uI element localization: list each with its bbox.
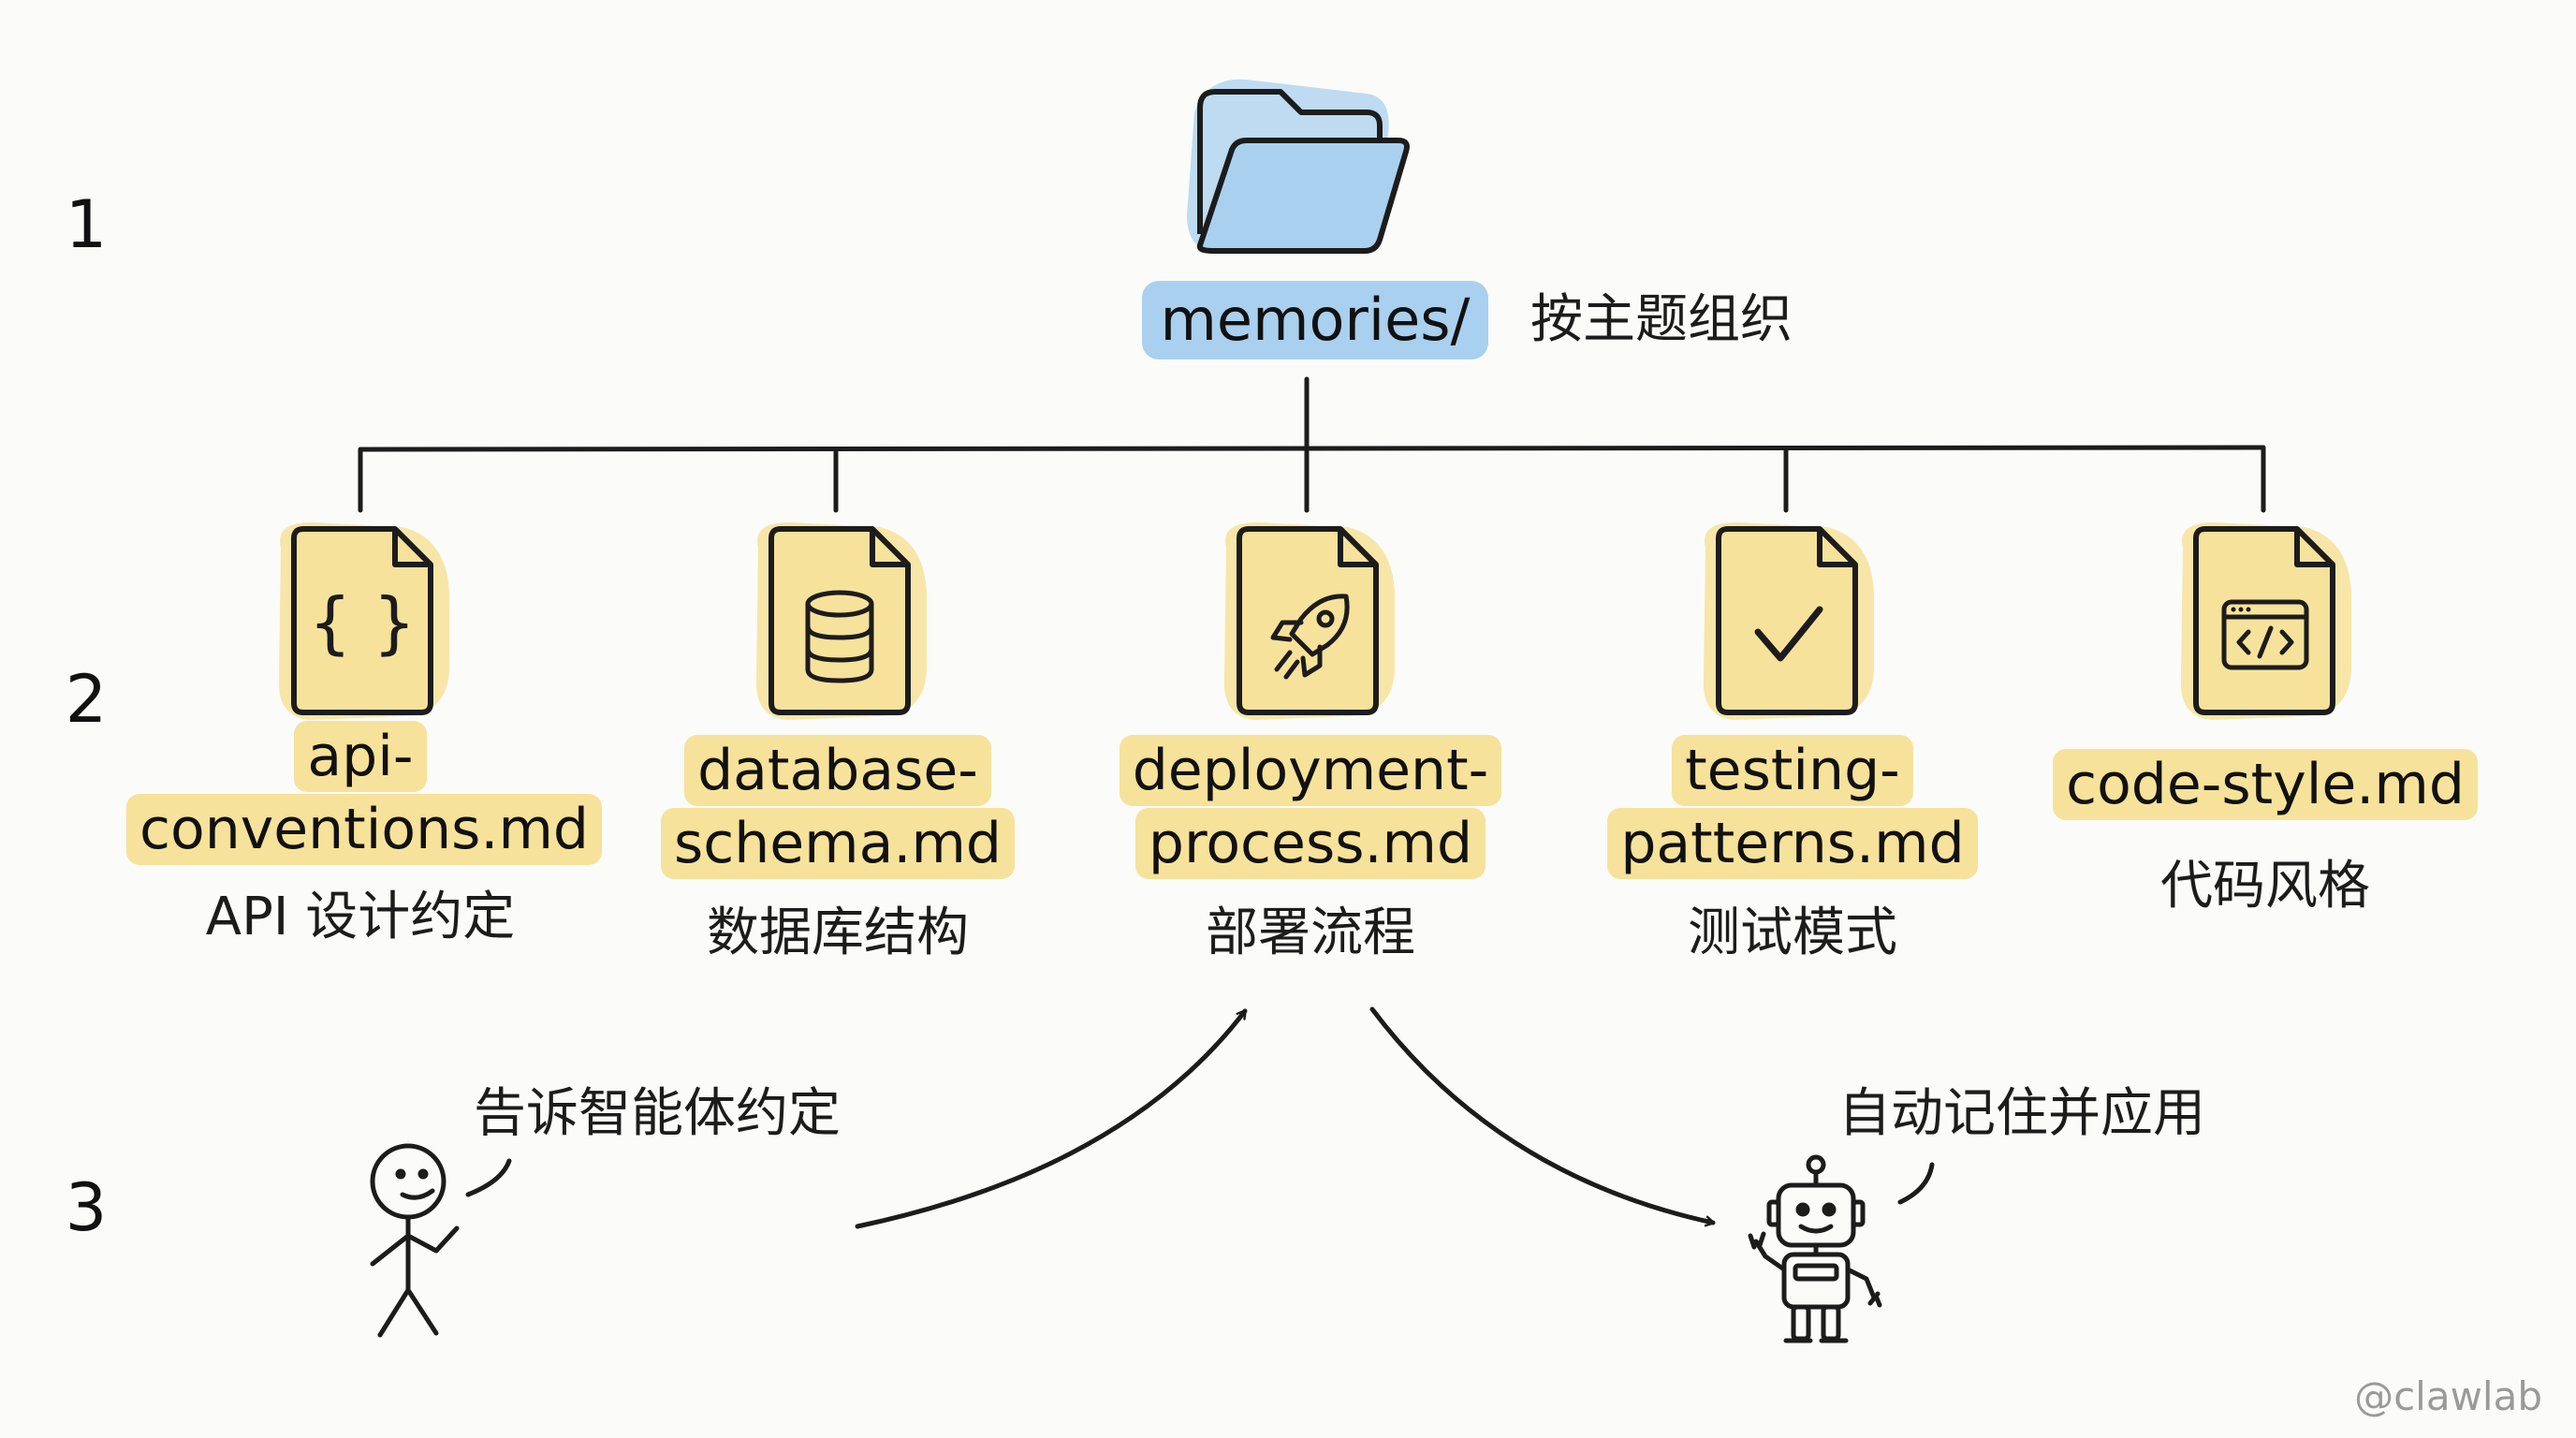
step-number-1: 1 xyxy=(65,186,108,263)
file-description-code-style: 代码风格 xyxy=(2160,856,2370,917)
root-folder-label: memories/ xyxy=(1142,281,1488,360)
rocket-icon xyxy=(1270,594,1350,680)
robot-icon xyxy=(1748,1154,1935,1343)
robot-speech-text: 自动记住并应用 xyxy=(1838,1083,2205,1144)
file-name-code-style: code-style.md xyxy=(2031,749,2499,822)
arrow-to-robot xyxy=(1369,1006,1716,1227)
folder-icon xyxy=(1187,79,1410,254)
file-name-line: schema.md xyxy=(660,808,1015,879)
watermark: @clawlab xyxy=(2354,1373,2542,1419)
step-number-2: 2 xyxy=(65,661,108,738)
file-description-testing-patterns: 测试模式 xyxy=(1688,902,1897,963)
file-icon-testing-patterns xyxy=(1703,522,1874,720)
file-icon-deployment-process xyxy=(1223,522,1395,720)
speech-tick-robot xyxy=(1897,1162,1935,1205)
person-speech-text: 告诉智能体约定 xyxy=(474,1083,841,1144)
file-name-database-schema: database- schema.md xyxy=(604,735,1072,881)
file-name-testing-patterns: testing- patterns.md xyxy=(1559,735,2027,881)
file-name-line: conventions.md xyxy=(126,794,602,865)
file-description-database-schema: 数据库结构 xyxy=(707,902,969,963)
tree-branch-line xyxy=(358,445,2266,452)
tree-connectors xyxy=(358,376,2266,513)
file-name-api-conventions: api- conventions.md xyxy=(126,721,602,867)
speech-tick-person xyxy=(465,1158,512,1197)
root-folder-description: 按主题组织 xyxy=(1530,289,1793,350)
file-name-line: deployment- xyxy=(1119,735,1502,806)
file-name-deployment-process: deployment- process.md xyxy=(1076,735,1544,881)
file-icon-api-conventions: { } xyxy=(278,522,449,720)
file-name-line: testing- xyxy=(1672,735,1913,806)
code-window-icon xyxy=(2221,599,2309,670)
stick-figure-icon xyxy=(370,1143,512,1338)
file-name-line: code-style.md xyxy=(2053,749,2478,820)
arrow-to-memories xyxy=(855,1008,1248,1229)
file-name-line: patterns.md xyxy=(1607,808,1978,879)
file-description-deployment-process: 部署流程 xyxy=(1206,902,1415,963)
database-icon xyxy=(805,590,874,683)
file-name-line: api- xyxy=(294,721,427,792)
file-description-api-conventions: API 设计约定 xyxy=(205,887,516,947)
checkmark-icon xyxy=(1754,606,1823,662)
file-name-line: database- xyxy=(684,735,991,806)
step-number-3: 3 xyxy=(65,1169,108,1246)
code-braces-icon: { } xyxy=(309,583,417,662)
file-icon-database-schema xyxy=(755,522,927,720)
file-icon-code-style xyxy=(2180,522,2351,720)
file-name-line: process.md xyxy=(1134,808,1486,879)
